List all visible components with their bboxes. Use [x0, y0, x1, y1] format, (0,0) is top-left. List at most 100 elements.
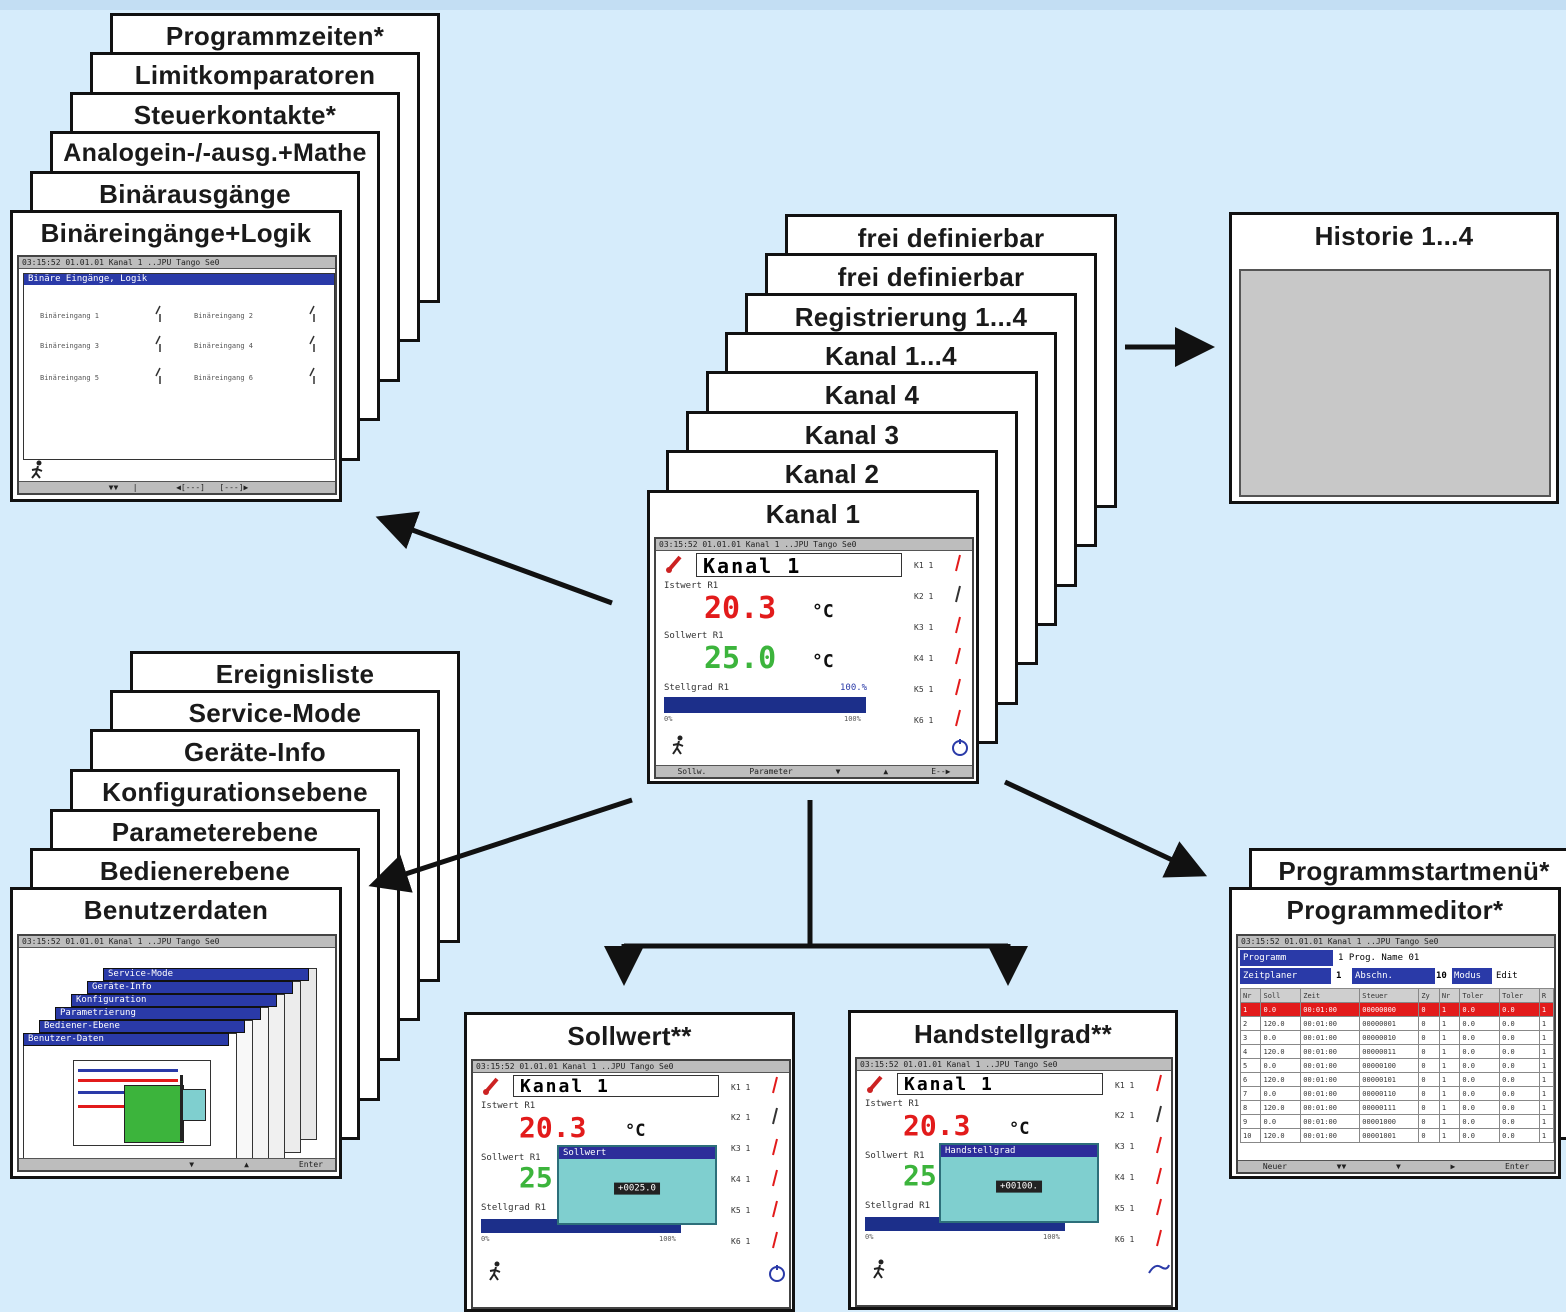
- relay-state-icons: [1156, 1074, 1162, 1247]
- table-cell[interactable]: 10: [1239, 1128, 1262, 1143]
- table-cell[interactable]: 1: [1438, 1128, 1461, 1143]
- stellgrad-label: Stellgrad R1: [481, 1203, 547, 1213]
- sollwert-popup[interactable]: Sollwert +0025.0: [557, 1145, 717, 1225]
- person-icon[interactable]: [871, 1259, 889, 1281]
- softkey-bar[interactable]: Neuer ▼▼ ▼ ▶ Enter: [1238, 1160, 1554, 1172]
- card-handstellgrad[interactable]: Handstellgrad** 03:15:52 01.01.01 Kanal …: [848, 1010, 1178, 1310]
- sollwert-value: 25.0: [704, 641, 777, 676]
- softkey-parameter[interactable]: Parameter: [749, 767, 793, 776]
- istwert-unit: °C: [812, 601, 834, 622]
- card-kanal-1[interactable]: Kanal 1 03:15:52 01.01.01 Kanal 1 ..JPU …: [647, 490, 979, 784]
- table-cell[interactable]: 1: [1438, 1114, 1461, 1129]
- manual-mode-icon[interactable]: [1147, 1261, 1171, 1277]
- card-historie[interactable]: Historie 1...4: [1229, 212, 1559, 504]
- softkey-bar[interactable]: ▼ ▲ Enter: [19, 1158, 335, 1170]
- prog-screen: 03:15:52 01.01.01 Kanal 1 ..JPU Tango Se…: [1236, 934, 1556, 1174]
- stellgrad-bar: [664, 697, 866, 713]
- abschn-value[interactable]: 10: [1436, 971, 1447, 981]
- column-header: Zy: [1418, 988, 1440, 1003]
- zeitplaner-value[interactable]: 1: [1336, 971, 1342, 981]
- card-title: Parameterebene: [111, 817, 319, 847]
- menu-item-bediener-ebene[interactable]: Bediener-Ebene: [39, 1020, 245, 1033]
- softkey-down[interactable]: ▼: [189, 1160, 195, 1169]
- handstell-screen: 03:15:52 01.01.01 Kanal 1 ..JPU Tango Se…: [855, 1057, 1173, 1307]
- softkey-down[interactable]: ▼: [835, 767, 841, 776]
- k-label: K6 1: [731, 1237, 751, 1246]
- table-cell[interactable]: 2: [1239, 1016, 1262, 1031]
- refresh-icon[interactable]: [767, 1263, 787, 1283]
- card-title: Kanal 1...4: [825, 341, 957, 371]
- table-cell[interactable]: 1: [1438, 1044, 1461, 1059]
- softkey-up[interactable]: ▲: [244, 1160, 249, 1169]
- softkey-enter[interactable]: Enter: [298, 1160, 323, 1169]
- program-value[interactable]: 1 Prog. Name 01: [1338, 953, 1420, 963]
- menu-item-parametrierung[interactable]: Parametrierung: [55, 1007, 261, 1020]
- card-title: Geräte-Info: [184, 737, 326, 767]
- card-title: Steuerkontakte*: [133, 100, 337, 130]
- popup-value[interactable]: +0025.0: [614, 1182, 660, 1195]
- person-icon[interactable]: [29, 460, 47, 480]
- status-bar: 03:15:52 01.01.01 Kanal 1 ..JPU Tango Se…: [19, 257, 335, 269]
- table-cell[interactable]: 1: [1438, 1002, 1461, 1017]
- person-icon[interactable]: [670, 735, 688, 757]
- channel-name: Kanal 1: [897, 1073, 1103, 1095]
- refresh-icon[interactable]: [950, 737, 970, 757]
- binary-input-label: Binäreingang 4: [194, 342, 254, 350]
- scale-min: 0%: [481, 1235, 490, 1243]
- table-cell[interactable]: 00:01:00: [1300, 1002, 1361, 1017]
- card-benutzerdaten[interactable]: Benutzerdaten 03:15:52 01.01.01 Kanal 1 …: [10, 887, 342, 1179]
- softkey-page-down[interactable]: ▼▼: [1336, 1162, 1347, 1171]
- table-cell[interactable]: 0: [1418, 1128, 1440, 1143]
- softkey-next[interactable]: E--▶: [931, 767, 951, 776]
- abschn-label: Abschn.: [1352, 968, 1435, 984]
- card-programmeditor[interactable]: Programmeditor* 03:15:52 01.01.01 Kanal …: [1229, 887, 1561, 1179]
- softkey-enter[interactable]: Enter: [1505, 1162, 1530, 1171]
- modus-value[interactable]: Edit: [1496, 971, 1518, 981]
- menu-item-konfiguration[interactable]: Konfiguration: [71, 994, 277, 1007]
- softkey-bar[interactable]: Sollw. Parameter ▼ ▲ E--▶: [656, 765, 972, 777]
- menu-item-geraete-info[interactable]: Geräte-Info: [87, 981, 293, 994]
- card-title: Programmzeiten*: [165, 21, 385, 51]
- menu-item-benutzer-daten[interactable]: Benutzer-Daten: [23, 1033, 229, 1046]
- handstell-popup[interactable]: Handstellgrad +00100.: [939, 1143, 1099, 1223]
- table-cell[interactable]: 8: [1239, 1100, 1262, 1115]
- table-cell[interactable]: 1: [1538, 1128, 1554, 1143]
- softkey-new[interactable]: Neuer: [1262, 1162, 1287, 1171]
- table-cell[interactable]: 00001001: [1359, 1128, 1420, 1143]
- popup-value[interactable]: +00100.: [996, 1180, 1042, 1193]
- menu-item-service-mode[interactable]: Service-Mode: [103, 968, 309, 981]
- card-sollwert[interactable]: Sollwert** 03:15:52 01.01.01 Kanal 1 ..J…: [464, 1012, 795, 1312]
- table-cell[interactable]: 0.0: [1260, 1002, 1302, 1017]
- card-title: Service-Mode: [188, 698, 362, 728]
- popup-title: Sollwert: [559, 1147, 715, 1159]
- softkey-bar[interactable]: ▼▼ | ◀[---] [---]▶: [19, 481, 335, 493]
- arrow-to-binary: [375, 511, 613, 606]
- istwert-label: Istwert R1: [664, 581, 719, 591]
- switch-icon: [309, 305, 315, 384]
- person-icon[interactable]: [487, 1261, 505, 1283]
- table-cell[interactable]: 0.0: [1499, 1128, 1540, 1143]
- table-cell[interactable]: 1: [1538, 1030, 1554, 1045]
- card-title: Limitkomparatoren: [134, 60, 376, 90]
- softkey-right[interactable]: ▶: [1450, 1162, 1456, 1171]
- softkey-sollwert[interactable]: Sollw.: [677, 767, 707, 776]
- binary-input-label: Binäreingang 1: [40, 312, 100, 320]
- softkey-down[interactable]: ▼: [1395, 1162, 1401, 1171]
- status-bar: 03:15:52 01.01.01 Kanal 1 ..JPU Tango Se…: [1238, 936, 1554, 948]
- softkey-up[interactable]: ▲: [883, 767, 889, 776]
- table-cell[interactable]: 1: [1438, 1086, 1461, 1101]
- card-binaereingaenge[interactable]: Binäreingänge+Logik 03:15:52 01.01.01 Ka…: [10, 210, 342, 502]
- k-label: K4 1: [914, 654, 934, 663]
- relay-state-icons: [772, 1076, 778, 1249]
- table-cell[interactable]: 0.0: [1459, 1002, 1501, 1017]
